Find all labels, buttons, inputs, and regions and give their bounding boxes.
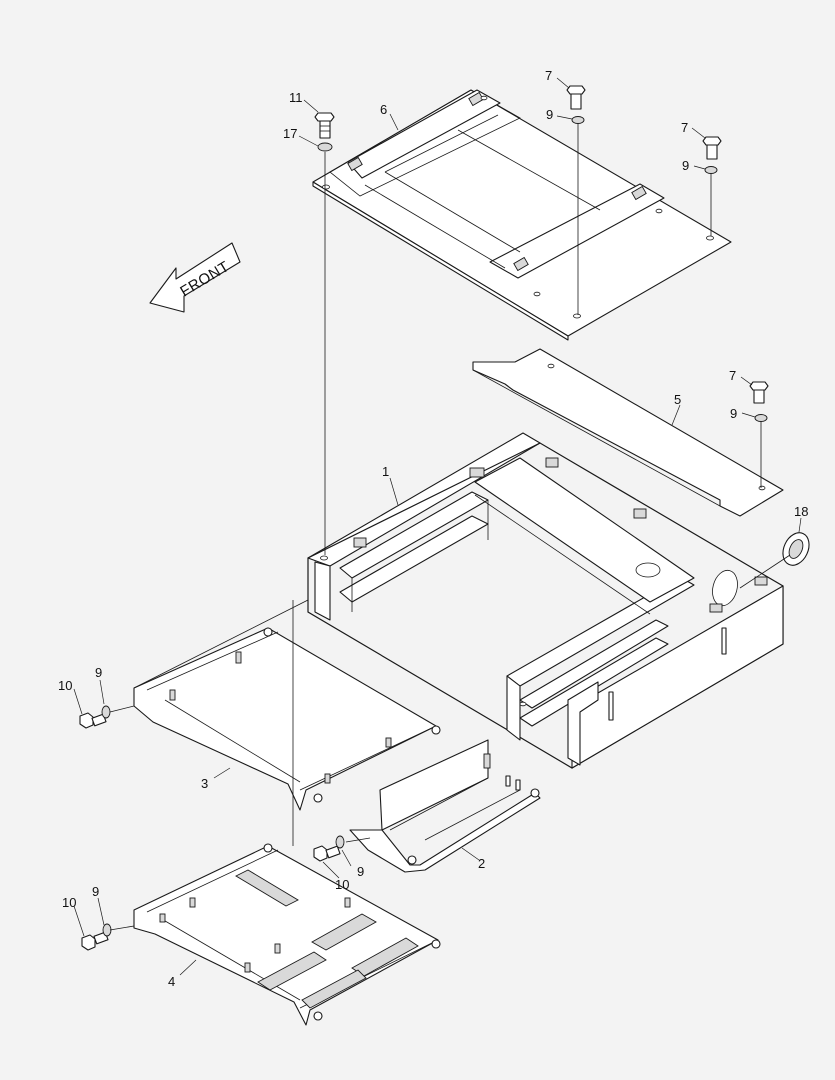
callout-7-right: 7 — [729, 368, 736, 383]
callout-9-upper: 9 — [95, 665, 102, 680]
washer-9-lower — [102, 923, 112, 937]
bolt-7-top-center — [566, 85, 586, 110]
callout-11: 11 — [289, 90, 303, 105]
washer-9-center — [335, 835, 345, 849]
bolt-7-right — [749, 381, 769, 404]
washer-17 — [317, 142, 333, 152]
part-1-main-frame — [307, 432, 784, 769]
part-6-top-cover — [312, 89, 732, 341]
callout-9-lower: 9 — [92, 884, 99, 899]
callout-2: 2 — [478, 856, 485, 871]
callout-7-top-center: 7 — [545, 68, 552, 83]
washer-9-top-center — [571, 116, 585, 124]
callout-labels: 11 17 6 7 9 7 9 7 9 5 1 18 9 10 3 2 9 10… — [58, 68, 808, 989]
callout-18: 18 — [794, 504, 808, 519]
part-2-center-bracket — [349, 739, 541, 873]
bolt-10-center — [313, 845, 341, 862]
alignment-lines — [109, 124, 791, 931]
part-18-grommet — [782, 532, 810, 566]
part-4-lower-bracket — [133, 843, 441, 1026]
callout-7-top-right: 7 — [681, 120, 688, 135]
front-arrow: FRONT — [149, 242, 241, 313]
callout-6: 6 — [380, 102, 387, 117]
callout-4: 4 — [168, 974, 175, 989]
callout-leaders — [73, 77, 802, 976]
washer-9-upper — [101, 705, 111, 719]
bolt-10-upper — [79, 712, 107, 729]
part-5-strip-plate — [472, 348, 784, 517]
callout-17: 17 — [283, 126, 297, 141]
callout-5: 5 — [674, 392, 681, 407]
callout-10-upper: 10 — [58, 678, 72, 693]
bolt-7-top-right — [702, 136, 722, 160]
callout-9-top-center: 9 — [546, 107, 553, 122]
callout-3: 3 — [201, 776, 208, 791]
callout-9-center: 9 — [357, 864, 364, 879]
callout-10-center: 10 — [335, 877, 349, 892]
callout-9-right: 9 — [730, 406, 737, 421]
callout-1: 1 — [382, 464, 389, 479]
callout-9-top-right: 9 — [682, 158, 689, 173]
part-3-slide-bracket — [133, 627, 441, 811]
washer-9-right — [754, 414, 768, 422]
washer-9-top-right — [704, 166, 718, 174]
callout-10-lower: 10 — [62, 895, 76, 910]
bolt-11 — [314, 112, 335, 139]
